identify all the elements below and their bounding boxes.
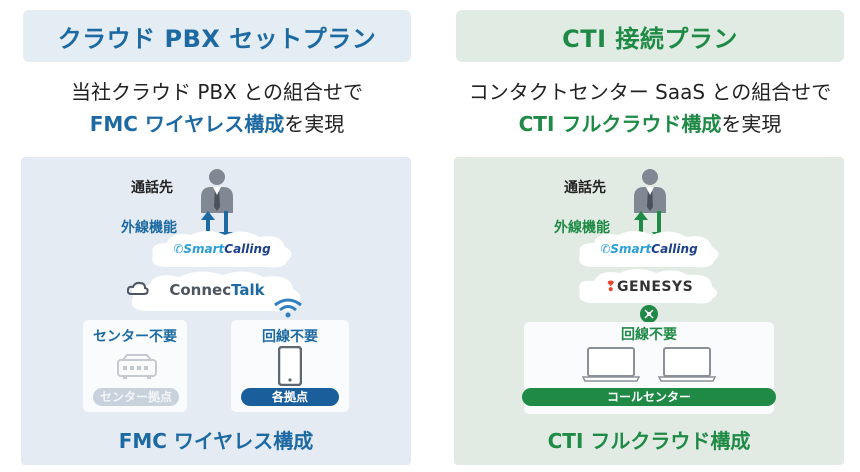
cti-plan-column: CTI 接続プラン コンタクトセンター SaaS との組合せで CTI フルクラ… xyxy=(454,0,844,472)
description-line1: 当社クラウド PBX との組合せで xyxy=(71,80,363,104)
router-icon xyxy=(117,354,157,379)
center-site-pill: センター拠点 xyxy=(93,388,179,406)
cloud-shape xyxy=(579,269,717,304)
smartcalling-cloud: ✆SmartCalling xyxy=(574,227,724,271)
cloud-pbx-plan-column: クラウド PBX セットプラン 当社クラウド PBX との組合せで FMC ワイ… xyxy=(21,0,411,472)
branch-site-box: 回線不要 各拠点 xyxy=(231,320,349,412)
cloud-shape xyxy=(152,231,292,268)
diagram-panel: 通話先 外線機能 ✆SmartCalling ❢GENESYS xyxy=(454,157,844,465)
phone-icon: ✆ xyxy=(173,242,184,256)
description-highlight: FMC ワイヤレス構成 xyxy=(89,112,285,136)
caller-label: 通話先 xyxy=(131,180,173,196)
description-line2: FMC ワイヤレス構成を実現 xyxy=(21,108,413,140)
plan-header: クラウド PBX セットプラン xyxy=(23,10,411,62)
description-rest: を実現 xyxy=(284,112,345,136)
connectalk-cloud: ConnecTalk xyxy=(127,267,307,315)
plan-header: CTI 接続プラン xyxy=(456,10,844,62)
each-site-pill: 各拠点 xyxy=(241,388,339,406)
diagram-panel: 通話先 外線機能 ✆SmartCalling xyxy=(21,157,411,465)
laptop-icon xyxy=(658,347,716,382)
plan-description: コンタクトセンター SaaS との組合せで CTI フルクラウド構成を実現 xyxy=(454,76,846,140)
smartcalling-cloud: ✆SmartCalling xyxy=(147,227,297,271)
call-center-box: 回線不要 コールセンター xyxy=(522,322,776,414)
description-highlight: CTI フルクラウド構成 xyxy=(518,112,722,136)
laptop-icon xyxy=(582,347,640,382)
plan-description: 当社クラウド PBX との組合せで FMC ワイヤレス構成を実現 xyxy=(21,76,413,140)
connectalk-logo: ConnecTalk xyxy=(127,281,307,299)
center-site-box: センター不要 センター拠点 xyxy=(83,320,187,412)
description-line1: コンタクトセンター SaaS との組合せで xyxy=(468,80,832,104)
smartphone-icon xyxy=(278,346,302,386)
line-not-required-label: 回線不要 xyxy=(262,329,318,345)
description-rest: を実現 xyxy=(721,112,782,136)
cloud-icon xyxy=(127,281,149,295)
up-arrow-icon xyxy=(634,211,648,241)
line-not-required-label: 回線不要 xyxy=(621,327,677,343)
external-line-label: 外線機能 xyxy=(554,220,610,236)
caller-label: 通話先 xyxy=(564,180,606,196)
center-not-required-label: センター不要 xyxy=(93,329,177,345)
smartcalling-logo: ✆SmartCalling xyxy=(600,242,698,256)
genesys-icon: ❢ xyxy=(604,279,618,295)
up-arrow-icon xyxy=(201,211,215,241)
cloud-shape xyxy=(131,271,301,312)
phone-icon: ✆ xyxy=(600,242,611,256)
person-icon xyxy=(634,169,666,213)
description-line2: CTI フルクラウド構成を実現 xyxy=(454,108,846,140)
configuration-title: FMC ワイヤレス構成 xyxy=(118,429,314,453)
call-center-pill: コールセンター xyxy=(522,388,776,406)
smartcalling-logo: ✆SmartCalling xyxy=(173,242,271,256)
genesys-cloud: ❢GENESYS xyxy=(576,267,722,307)
genesys-logo: ❢GENESYS xyxy=(604,279,694,295)
external-line-label: 外線機能 xyxy=(121,220,177,236)
configuration-title: CTI フルクラウド構成 xyxy=(547,429,751,453)
connector-icon xyxy=(640,305,658,323)
cloud-shape xyxy=(579,231,719,268)
person-icon xyxy=(201,169,233,213)
wifi-icon xyxy=(274,298,302,318)
